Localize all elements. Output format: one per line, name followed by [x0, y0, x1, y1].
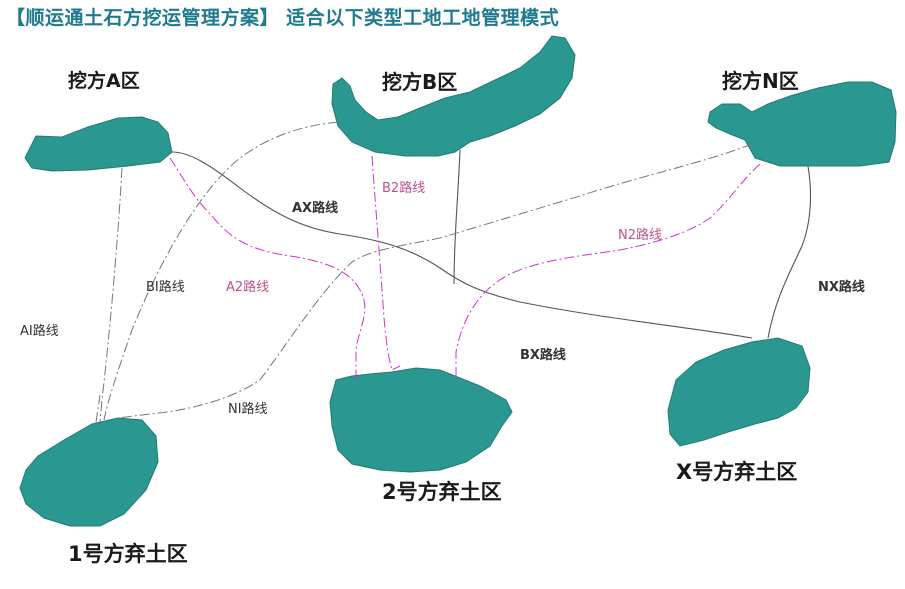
route-label-ni: NI路线	[228, 402, 268, 417]
route-label-b2: B2路线	[382, 181, 426, 196]
road-bx	[453, 149, 461, 285]
page-title: 【顺运通土石方挖运管理方案】 适合以下类型工地工地管理模式	[6, 7, 560, 29]
route-label-ai: AI路线	[20, 324, 59, 339]
dump-area-x	[667, 337, 811, 447]
zone-label-dig-a: 挖方A区	[68, 70, 140, 92]
dig-area-n	[707, 81, 897, 167]
route-label-bx: BX路线	[520, 348, 566, 363]
route-label-a2: A2路线	[226, 280, 270, 295]
dump-area-2	[329, 367, 513, 473]
road-ax	[171, 151, 753, 339]
road-nx	[767, 165, 812, 339]
zone-label-dump-2: 2号方弃土区	[382, 480, 502, 504]
dump-area-1	[19, 417, 159, 527]
route-label-nx: NX路线	[818, 280, 865, 295]
route-label-ax: AX路线	[292, 201, 339, 216]
zone-label-dump-1: 1号方弃土区	[68, 542, 188, 566]
zone-label-dig-b: 挖方B区	[382, 70, 458, 94]
zone-label-dig-n: 挖方N区	[722, 69, 799, 93]
route-label-n2: N2路线	[618, 228, 662, 243]
road-a2	[169, 157, 366, 380]
route-label-bi: BI路线	[146, 280, 185, 295]
road-bi	[103, 121, 339, 421]
zone-label-dump-x: X号方弃土区	[676, 460, 798, 484]
road-b2	[371, 155, 401, 371]
dig-area-b	[331, 35, 576, 157]
road-ni	[117, 143, 753, 419]
dig-area-a	[24, 116, 173, 172]
road-ai	[95, 167, 123, 423]
road-n2	[455, 163, 761, 380]
